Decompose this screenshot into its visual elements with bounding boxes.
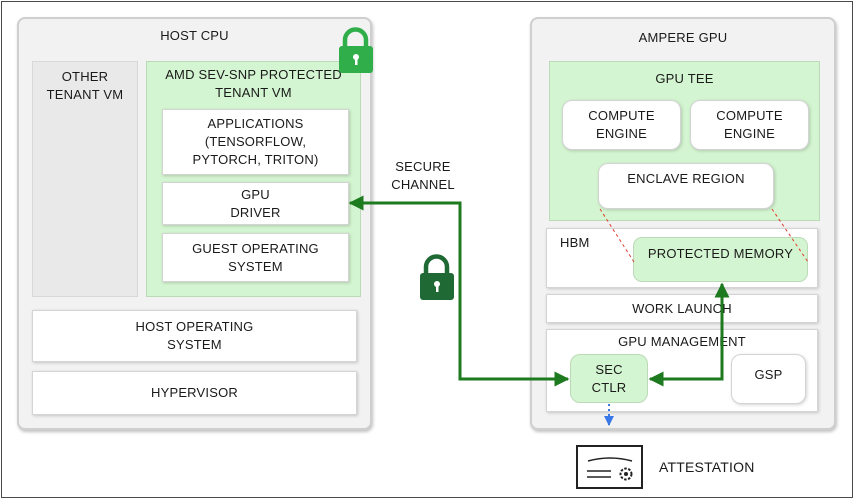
protected-memory-label: PROTECTED MEMORY — [647, 246, 794, 261]
applications-label: APPLICATIONS (TENSORFLOW, PYTORCH, TRITO… — [192, 116, 319, 167]
guest-os-label: GUEST OPERATING SYSTEM — [192, 240, 319, 274]
protected-memory-box: PROTECTED MEMORY — [633, 237, 808, 282]
secure-channel-label: SECURE CHANNEL — [391, 159, 455, 192]
host-os-label: HOST OPERATING SYSTEM — [135, 319, 254, 352]
certificate-icon — [576, 445, 643, 489]
gsp-label: GSP — [754, 367, 783, 382]
sec-ctlr-box: SEC CTLR — [570, 354, 648, 403]
other-tenant-vm: OTHER TENANT VM — [32, 61, 138, 297]
host-cpu-title: HOST CPU — [160, 28, 229, 43]
gpu-driver-label: GPU DRIVER — [230, 186, 281, 220]
hypervisor-label: HYPERVISOR — [150, 385, 238, 400]
gpu-driver-box: GPU DRIVER — [162, 182, 349, 225]
hypervisor-box: HYPERVISOR — [32, 371, 357, 415]
secure-channel-lock-icon — [420, 254, 454, 300]
host-os-box: HOST OPERATING SYSTEM — [32, 310, 357, 362]
compute-engine-2: COMPUTE ENGINE — [690, 100, 809, 150]
gpu-tee-label: GPU TEE — [655, 71, 714, 86]
guest-os-box: GUEST OPERATING SYSTEM — [162, 233, 349, 282]
compute-engine-1: COMPUTE ENGINE — [562, 100, 681, 150]
ampere-gpu-title: AMPERE GPU — [638, 30, 728, 45]
sec-ctlr-memory-connector — [648, 282, 730, 387]
compute-engine-1-label: COMPUTE ENGINE — [588, 108, 655, 141]
enclave-dashed-line-left — [599, 208, 635, 263]
enclave-region: ENCLAVE REGION — [598, 163, 774, 209]
applications-box: APPLICATIONS (TENSORFLOW, PYTORCH, TRITO… — [162, 109, 349, 175]
other-tenant-vm-label: OTHER TENANT VM — [46, 69, 124, 102]
enclave-region-label: ENCLAVE REGION — [627, 171, 745, 186]
lock-icon — [339, 27, 373, 73]
compute-engine-2-label: COMPUTE ENGINE — [716, 108, 783, 141]
sev-snp-tenant-vm-label: AMD SEV-SNP PROTECTED TENANT VM — [165, 67, 342, 100]
secure-channel-connector — [348, 195, 570, 387]
sec-ctlr-label: SEC CTLR — [591, 361, 627, 395]
gsp-box: GSP — [731, 354, 806, 404]
enclave-dashed-line-right — [771, 208, 809, 263]
attestation-label: ATTESTATION — [659, 459, 755, 475]
